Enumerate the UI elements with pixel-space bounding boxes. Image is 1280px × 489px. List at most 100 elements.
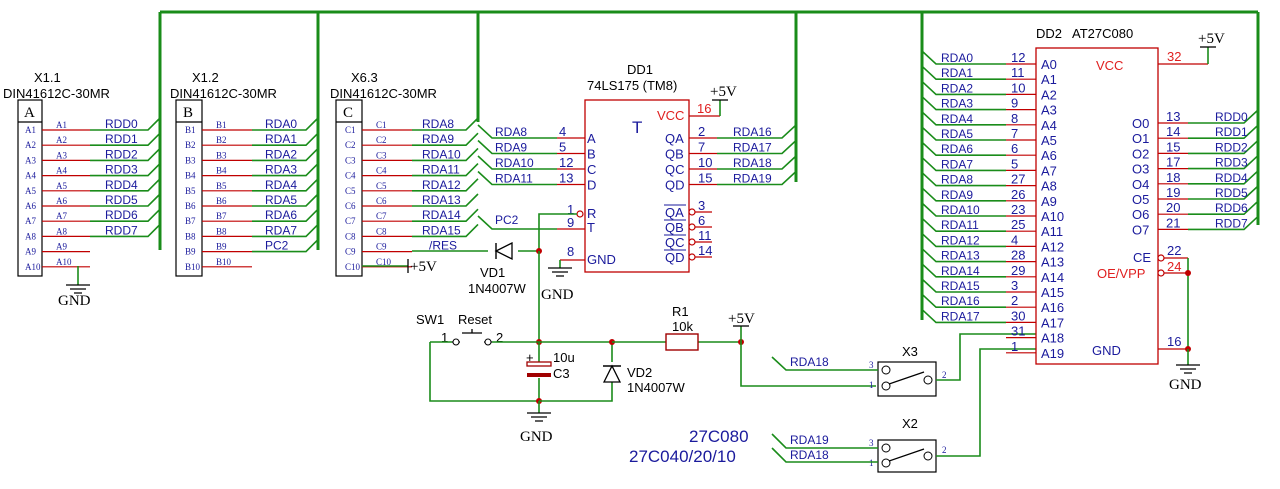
net-label: RDA14 (941, 264, 980, 278)
connector-pin-label: B8 (185, 231, 196, 241)
net-label: RDA11 (422, 163, 460, 177)
svg-text:3: 3 (869, 438, 874, 448)
net-label: RDD7 (105, 223, 138, 237)
svg-text:CE: CE (1133, 250, 1151, 265)
connector-pad-label: B9 (216, 242, 227, 252)
net-label: RDA14 (422, 208, 461, 222)
connector-pin-label: B9 (185, 247, 196, 257)
net-label: RDD2 (105, 147, 138, 161)
net-wire (921, 111, 1006, 126)
connector-pad-label: C8 (376, 226, 387, 236)
connector-pad-label: B3 (216, 150, 227, 160)
connector-body (175, 99, 203, 277)
net-wire (921, 80, 1006, 96)
net-label: RDA0 (265, 117, 297, 131)
connector-pad-label: A1 (56, 120, 67, 130)
svg-text:T: T (587, 220, 595, 235)
ic-pin-name: QD (665, 250, 685, 265)
ic-pin-name: C (587, 162, 596, 177)
ic-pin-name: A7 (1041, 163, 1057, 178)
net-label: RDA19 (733, 172, 772, 186)
ic-pin-number: 4 (559, 124, 566, 139)
net-wire (252, 178, 319, 192)
ic-pin-number: 6 (698, 213, 705, 228)
ic-pin-name: QB (665, 220, 684, 235)
svg-text:+5V: +5V (410, 259, 437, 275)
net-wire (90, 147, 161, 162)
ic-ref: DD2 (1036, 26, 1062, 41)
inverted-pin-bubble (688, 253, 696, 261)
net-wire (252, 239, 319, 253)
svg-text:2: 2 (942, 445, 947, 455)
net-label: RDD6 (1215, 201, 1248, 215)
net-wire (90, 117, 161, 131)
svg-text:1N4007W: 1N4007W (468, 281, 527, 296)
connector-ref: X1.2 (192, 70, 219, 85)
connector-pin-label: C5 (345, 186, 356, 196)
connector-pin-label: A8 (25, 231, 36, 241)
ic-pin-number: 13 (1166, 109, 1180, 124)
ic-pin-name: A16 (1041, 300, 1064, 315)
ic-pin-name: A (587, 131, 596, 146)
vcc-pin-label: VCC (657, 108, 684, 123)
net-wire (252, 132, 319, 146)
connector-pad-label: A4 (56, 166, 67, 176)
ic-pin-number: 9 (1011, 96, 1018, 111)
svg-text:X2: X2 (902, 416, 918, 431)
ic-pin-number: 3 (1011, 278, 1018, 293)
connector-pin-label: C4 (345, 171, 356, 181)
ic-pin-name: A5 (1041, 133, 1057, 148)
net-label: RDD6 (105, 208, 138, 222)
svg-text:RDA18: RDA18 (790, 448, 829, 462)
svg-text:1N4007W: 1N4007W (627, 380, 686, 395)
ic-pin-name: O4 (1132, 177, 1149, 192)
connector-pad-label: B2 (216, 135, 227, 145)
ic-part: 74LS175 (TM8) (587, 78, 677, 93)
ic-pin-number: 6 (1011, 141, 1018, 156)
connector-letter: B (183, 105, 193, 121)
ic-pin-number: 11 (698, 228, 712, 243)
chip-enable-pin: CE 22 (1133, 243, 1188, 265)
net-label: RDD2 (1215, 140, 1248, 154)
net-label: RDA5 (941, 127, 973, 141)
ic-pin-number: 17 (1166, 155, 1180, 170)
net-wire (1188, 139, 1259, 155)
ic-pin-name: QA (665, 131, 684, 146)
svg-text:2: 2 (942, 370, 947, 380)
ic-pin-number: 15 (1166, 139, 1180, 154)
net-wire (921, 187, 1006, 202)
connector-pad-label: C2 (376, 135, 387, 145)
net-label: RDA4 (265, 178, 297, 192)
ic-pin-number: 30 (1011, 308, 1025, 323)
note-line-1: 27C080 (689, 427, 749, 446)
net-label: RDA17 (941, 309, 980, 323)
net-label: RDA8 (941, 173, 973, 187)
inverted-pin-bubble (688, 238, 696, 246)
net-wire (90, 208, 161, 222)
net-wire (412, 193, 479, 207)
ic-pin-number: 2 (1011, 293, 1018, 308)
net-label: RDA15 (941, 279, 980, 293)
net-wire (252, 163, 319, 177)
connector-pad-label: C6 (376, 196, 387, 206)
svg-text:1: 1 (441, 330, 448, 345)
ic-pin-number: 2 (698, 124, 705, 139)
net-label: RDD1 (105, 132, 138, 146)
connector-pad-label: B1 (216, 120, 227, 130)
connector-pad-label: A5 (56, 181, 67, 191)
connector-pin-label: A10 (25, 262, 41, 272)
svg-text:10k: 10k (672, 319, 693, 334)
resistor-r1: R1 10k (612, 304, 744, 351)
net-label: RDA3 (941, 97, 973, 111)
ic-pin-name: O1 (1132, 131, 1149, 146)
net-wire (90, 163, 161, 177)
ic-pin-number: 7 (1011, 126, 1018, 141)
connector-pad-label: B6 (216, 196, 227, 206)
net-label: RDA17 (733, 141, 772, 155)
connector-pin-label: C8 (345, 231, 356, 241)
connector-pin-label: A2 (25, 140, 36, 150)
net-wire (412, 178, 479, 192)
connector-pad-label: B7 (216, 211, 227, 221)
